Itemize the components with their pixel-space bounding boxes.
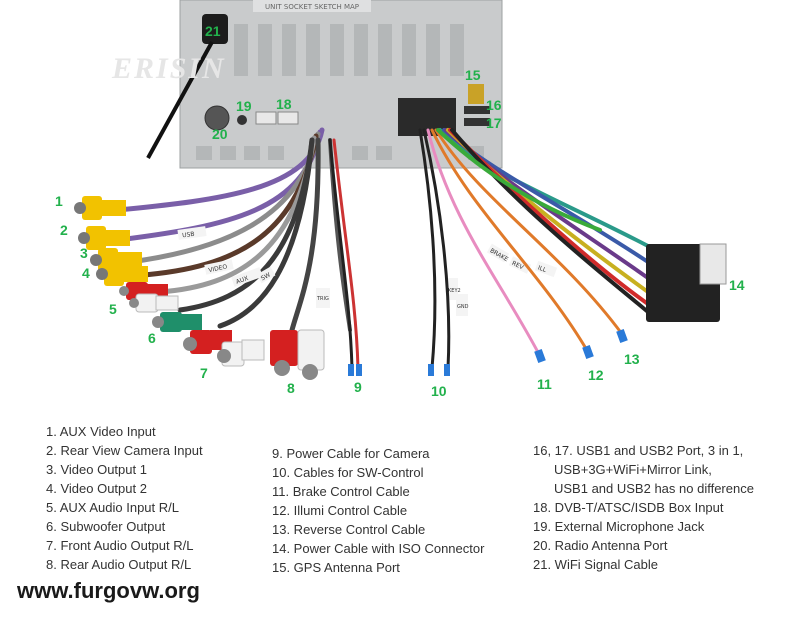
callout-16: 16: [486, 97, 502, 113]
cable-tag-1: USB: [182, 231, 195, 240]
legend-item: 7. Front Audio Output R/L: [46, 538, 194, 553]
website-watermark: www.furgovw.org: [17, 578, 200, 603]
callout-8: 8: [287, 380, 295, 396]
callout-12: 12: [588, 367, 604, 383]
callout-20: 20: [212, 126, 228, 142]
cable-tag-4: SW: [260, 271, 272, 282]
legend-item: 5. AUX Audio Input R/L: [46, 500, 179, 515]
wiring-photo: UNIT SOCKET SKETCH MAP ERISIN: [74, 0, 727, 380]
callout-5: 5: [109, 301, 117, 317]
callout-2: 2: [60, 222, 68, 238]
legend-item: 8. Rear Audio Output R/L: [46, 557, 192, 572]
legend-item-continued: USB+3G+WiFi+Mirror Link,: [554, 462, 712, 477]
callout-14: 14: [729, 277, 745, 293]
legend-item: 4. Video Output 2: [46, 481, 147, 496]
cable-tag-7: TRIG: [316, 296, 329, 302]
legend-item: 16, 17. USB1 and USB2 Port, 3 in 1,: [533, 443, 744, 458]
legend-item-continued: USB1 and USB2 has no difference: [554, 481, 754, 496]
head-unit: UNIT SOCKET SKETCH MAP: [146, 0, 503, 169]
cable-tag-9: ILL: [537, 264, 548, 274]
legend-item: 12. Illumi Control Cable: [272, 503, 408, 518]
legend-item: 1. AUX Video Input: [46, 424, 156, 439]
callout-10: 10: [431, 383, 447, 399]
callout-15: 15: [465, 67, 481, 83]
cable-tag-3: AUX: [235, 275, 249, 286]
callout-19: 19: [236, 98, 252, 114]
legend-column-1: 1. AUX Video Input 2. Rear View Camera I…: [46, 422, 203, 574]
legend-item: 11. Brake Control Cable: [272, 484, 410, 499]
legend-item: 19. External Microphone Jack: [533, 519, 705, 534]
legend-item: 13. Reverse Control Cable: [272, 522, 426, 537]
legend-column-3: 16, 17. USB1 and USB2 Port, 3 in 1, USB+…: [533, 441, 754, 574]
cable-tag-5: KEY2: [448, 288, 461, 294]
callout-3: 3: [80, 245, 88, 261]
legend-item: 14. Power Cable with ISO Connector: [272, 541, 485, 556]
legend-item: 10. Cables for SW-Control: [272, 465, 424, 480]
iso-connector: [646, 243, 727, 322]
callout-11: 11: [537, 376, 552, 392]
legend-item: 9. Power Cable for Camera: [272, 446, 430, 461]
callout-4: 4: [82, 265, 90, 281]
cable-tag-6: GND: [457, 304, 469, 310]
legend-column-2: 9. Power Cable for Camera 10. Cables for…: [272, 444, 484, 577]
callout-6: 6: [148, 330, 156, 346]
pin-tips: [348, 328, 628, 376]
cable-tag-8: REV: [511, 260, 526, 272]
callout-7: 7: [200, 365, 208, 381]
callout-13: 13: [624, 351, 640, 367]
left-cable-loom: [115, 127, 360, 370]
rca-connectors: [74, 196, 325, 380]
callout-9: 9: [354, 379, 362, 395]
callout-17: 17: [486, 115, 502, 131]
callout-18: 18: [276, 96, 292, 112]
legend-item: 6. Subwoofer Output: [46, 519, 166, 534]
right-cable-loom: [418, 128, 650, 370]
legend-item: 21. WiFi Signal Cable: [533, 557, 658, 572]
legend-item: 2. Rear View Camera Input: [46, 443, 203, 458]
brand-watermark: ERISIN: [111, 52, 226, 85]
cable-tag-2: VIDEO: [208, 263, 228, 274]
plate-label: UNIT SOCKET SKETCH MAP: [265, 3, 359, 11]
legend-item: 18. DVB-T/ATSC/ISDB Box Input: [533, 500, 724, 515]
legend-item: 3. Video Output 1: [46, 462, 147, 477]
callout-1: 1: [55, 193, 63, 209]
callout-21: 21: [205, 23, 221, 39]
legend-item: 20. Radio Antenna Port: [533, 538, 668, 553]
legend-item: 15. GPS Antenna Port: [272, 560, 400, 575]
